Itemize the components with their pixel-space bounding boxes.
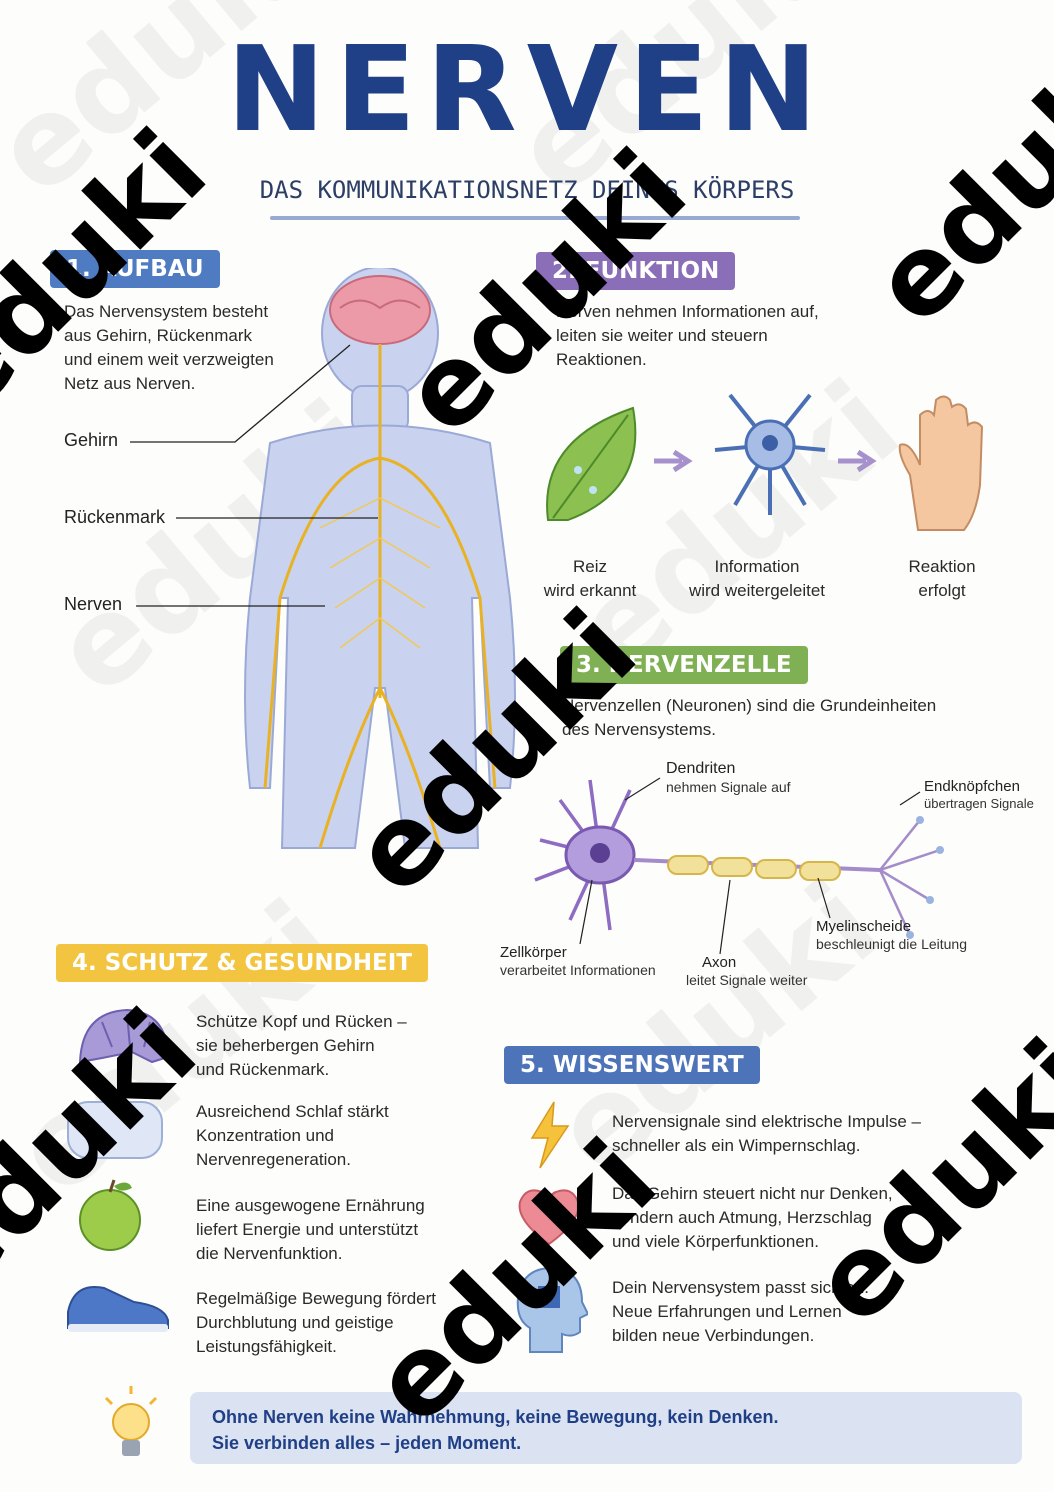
part-zellkoerper: Zellkörper verarbeitet Informationen bbox=[500, 944, 656, 978]
page-title: NERVEN bbox=[226, 20, 828, 158]
footer-text: Ohne Nerven keine Wahrnehmung, keine Bew… bbox=[212, 1407, 779, 1453]
part-endknoepfchen: Endknöpfchen übertragen Signale bbox=[924, 778, 1034, 811]
wissenswert-item-lightning: Nervensignale sind elektrische Impulse –… bbox=[612, 1112, 921, 1155]
wissenswert-heading: 5. WISSENSWERT bbox=[504, 1046, 760, 1084]
schutz-item-pillow: Ausreichend Schlaf stärkt Konzentration … bbox=[196, 1102, 389, 1169]
puzzle-head-icon bbox=[516, 1266, 588, 1353]
part-myelinscheide: Myelinscheide beschleunigt die Leitung bbox=[816, 918, 968, 952]
label-nerven: Nerven bbox=[64, 594, 123, 614]
label-gehirn: Gehirn bbox=[64, 430, 119, 450]
footer-box bbox=[190, 1392, 1022, 1464]
funktion-text: Nerven nehmen Informationen auf, leiten … bbox=[556, 302, 819, 369]
lightbulb-icon bbox=[104, 1386, 158, 1456]
schutz-heading: 4. SCHUTZ & GESUNDHEIT bbox=[56, 944, 428, 982]
nervous-system-figure bbox=[244, 268, 516, 849]
step-reiz: Reiz wird erkannt bbox=[543, 557, 637, 600]
arrow-right-icon bbox=[838, 449, 877, 473]
schutz-item-helmet: Schütze Kopf und Rücken – sie beherberge… bbox=[196, 1012, 407, 1079]
aufbau-heading: 1. AUFBAU bbox=[50, 250, 220, 288]
label-rueckenmark: Rückenmark bbox=[64, 507, 166, 527]
hand-icon bbox=[898, 395, 984, 531]
schutz-item-sneaker: Regelmäßige Bewegung fördert Durchblutun… bbox=[196, 1289, 437, 1356]
nervenzelle-heading: 3. NERVENZELLE bbox=[560, 646, 808, 684]
aufbau-text: Das Nervensystem besteht aus Gehirn, Rüc… bbox=[64, 302, 274, 393]
subtitle-underline bbox=[270, 216, 800, 220]
funktion-heading: 2. FUNKTION bbox=[536, 252, 736, 290]
apple-icon bbox=[79, 1179, 141, 1251]
lightning-icon bbox=[530, 1101, 570, 1169]
wissenswert-item-puzzle: Dein Nervensystem passt sich an. Neue Er… bbox=[612, 1278, 869, 1345]
arrow-right-icon bbox=[654, 449, 693, 473]
neuron-diagram bbox=[534, 779, 944, 939]
step-reaktion: Reaktion erfolgt bbox=[908, 557, 976, 600]
page-subtitle: DAS KOMMUNIKATIONSNETZ DEINES KÖRPERS bbox=[259, 176, 795, 204]
heart-icon bbox=[518, 1189, 580, 1246]
neuron-leader-lines bbox=[579, 777, 921, 955]
neuron-icon bbox=[714, 393, 826, 515]
wissenswert-item-heart: Das Gehirn steuert nicht nur Denken, son… bbox=[612, 1184, 893, 1251]
part-dendriten: Dendriten nehmen Signale auf bbox=[666, 760, 791, 795]
leaf-icon bbox=[546, 406, 637, 521]
step-information: Information wird weitergeleitet bbox=[688, 557, 826, 600]
pillow-icon bbox=[67, 1101, 163, 1159]
part-axon: Axon leitet Signale weiter bbox=[686, 954, 808, 988]
aufbau-leader-lines bbox=[130, 344, 378, 607]
sneaker-icon bbox=[67, 1286, 169, 1332]
helmet-icon bbox=[78, 1008, 170, 1064]
nervenzelle-text: Nervenzellen (Neuronen) sind die Grundei… bbox=[562, 696, 937, 739]
schutz-item-apple: Eine ausgewogene Ernährung liefert Energ… bbox=[196, 1196, 425, 1263]
